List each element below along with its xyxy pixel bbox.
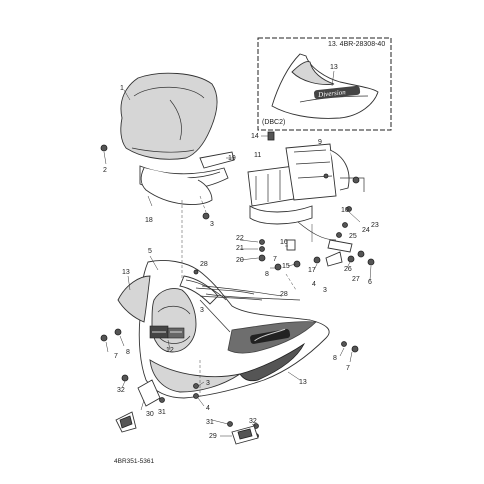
callout-28-lower: 28 [280, 291, 288, 298]
stay-rods [185, 269, 301, 301]
callout-20: 20 [236, 257, 244, 264]
callout-17: 17 [308, 267, 316, 274]
callout-8-left: 8 [126, 349, 130, 356]
callout-13-right: 13 [299, 379, 307, 386]
corner-piece [115, 411, 137, 433]
callout-9: 9 [318, 139, 322, 146]
bolt-3-upper [199, 195, 210, 220]
inset-variant: (DBC2) [262, 119, 285, 126]
inset-callout: 13 [330, 64, 338, 71]
emblem-29 [220, 425, 259, 445]
windshield [120, 72, 218, 160]
diagram-code: 4BR351-5361 [114, 458, 154, 465]
callout-27: 27 [352, 276, 360, 283]
callout-3-mid: 3 [200, 307, 204, 314]
inset-decal: Diversion [314, 85, 361, 100]
callout-5: 5 [148, 248, 152, 255]
inset-part-code: 13. 4BR-28308-40 [328, 41, 385, 48]
callout-4-lower: 4 [206, 405, 210, 412]
callout-labels: 1 2 19 18 3 14 9 11 10 23 24 25 22 21 20… [103, 85, 379, 440]
callout-11: 11 [254, 152, 261, 159]
inset-decal-text: Diversion [317, 88, 347, 99]
callout-26: 26 [344, 266, 352, 273]
callout-15: 15 [282, 263, 290, 270]
leader-lines [121, 239, 372, 427]
windshield-seal [139, 151, 235, 207]
callout-8-upper: 8 [265, 271, 269, 278]
callout-22: 22 [236, 235, 244, 242]
callout-28-upper: 28 [200, 261, 208, 268]
callout-31-left: 31 [158, 409, 166, 416]
nose-badge [149, 325, 185, 339]
lower-fittings [121, 374, 259, 439]
callout-25: 25 [349, 233, 357, 240]
callout-19: 19 [228, 155, 236, 162]
hardware-right [258, 206, 375, 271]
callout-23: 23 [371, 222, 379, 229]
callout-12: 12 [166, 347, 174, 354]
callout-6: 6 [368, 279, 372, 286]
callout-32-left: 32 [117, 387, 125, 394]
callout-10: 10 [341, 207, 349, 214]
callout-16: 16 [280, 239, 288, 246]
callout-30: 30 [146, 411, 154, 418]
callout-3-lower: 3 [206, 380, 210, 387]
callout-32-right: 32 [249, 418, 257, 425]
callout-3-right: 3 [323, 287, 327, 294]
bolt-14 [261, 131, 275, 141]
callout-24: 24 [362, 227, 370, 234]
callout-21: 21 [236, 245, 244, 252]
callout-31-right: 31 [206, 419, 214, 426]
callout-13-left: 13 [122, 269, 130, 276]
callout-8-right: 8 [333, 355, 337, 362]
cowl-decal [250, 328, 291, 344]
inset-panel: 13. 4BR-28308-40 13 (DBC2) Diversion [257, 37, 392, 131]
callout-3: 3 [210, 221, 214, 228]
callout-18: 18 [145, 217, 153, 224]
hardware-lower-right [339, 341, 359, 363]
callout-2: 2 [103, 167, 107, 174]
callout-4-upper: 4 [312, 281, 316, 288]
callout-1: 1 [120, 85, 124, 92]
callout-7-upper: 7 [273, 256, 277, 263]
cowling-stay [247, 143, 365, 241]
callout-7-left: 7 [114, 353, 118, 360]
guide-line-a [285, 273, 297, 291]
callout-14: 14 [251, 133, 259, 140]
bolt-2 [100, 144, 108, 165]
hardware-left [100, 328, 125, 353]
front-cowl [117, 259, 330, 399]
callout-7-right: 7 [346, 365, 350, 372]
callout-29: 29 [209, 433, 217, 440]
